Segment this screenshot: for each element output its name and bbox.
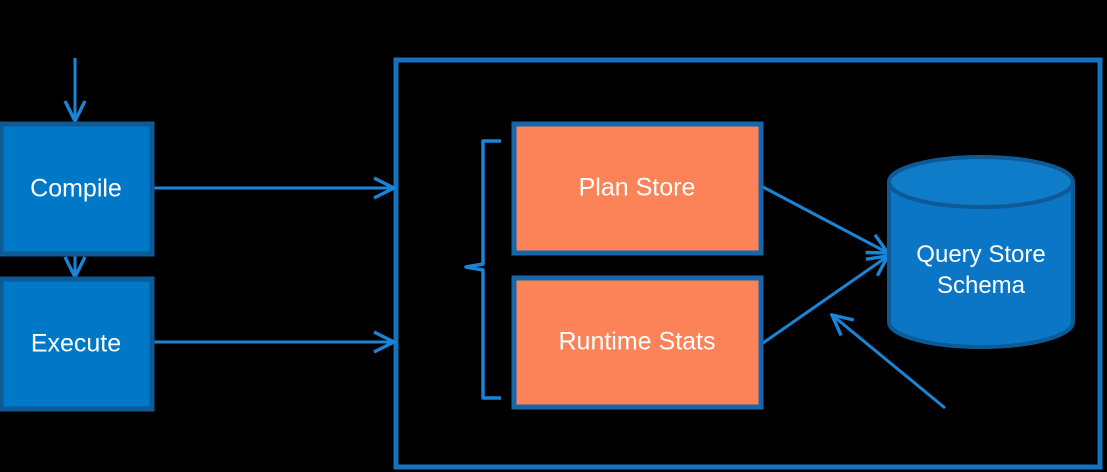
execute-box[interactable] [0, 276, 155, 412]
store-group-bracket [464, 139, 501, 400]
plan-store-box[interactable] [511, 121, 764, 256]
query-store-schema-label-line1: Query Store [916, 241, 1045, 268]
cylinder-top [887, 155, 1075, 209]
connector-plan-store-to-schema [762, 185, 888, 253]
query-store-container [393, 57, 1103, 470]
compile-label: Compile [30, 175, 122, 203]
node-compile[interactable]: Compile [0, 121, 155, 257]
node-execute[interactable]: Execute [0, 276, 155, 412]
execute-label: Execute [31, 330, 121, 358]
connector-external-to-schema [832, 315, 946, 410]
compile-box[interactable] [0, 121, 155, 257]
runtime-stats-label: Runtime Stats [558, 328, 715, 356]
connector-runtime-stats-to-schema [762, 256, 888, 345]
node-plan-store[interactable]: Plan Store [511, 121, 764, 256]
node-query-store-schema[interactable]: Query Store Schema [887, 155, 1075, 349]
runtime-stats-box[interactable] [511, 275, 764, 410]
node-runtime-stats[interactable]: Runtime Stats [511, 275, 764, 410]
plan-store-label: Plan Store [579, 174, 696, 202]
cylinder-body[interactable] [887, 180, 1075, 349]
query-store-schema-label-line2: Schema [937, 272, 1026, 299]
